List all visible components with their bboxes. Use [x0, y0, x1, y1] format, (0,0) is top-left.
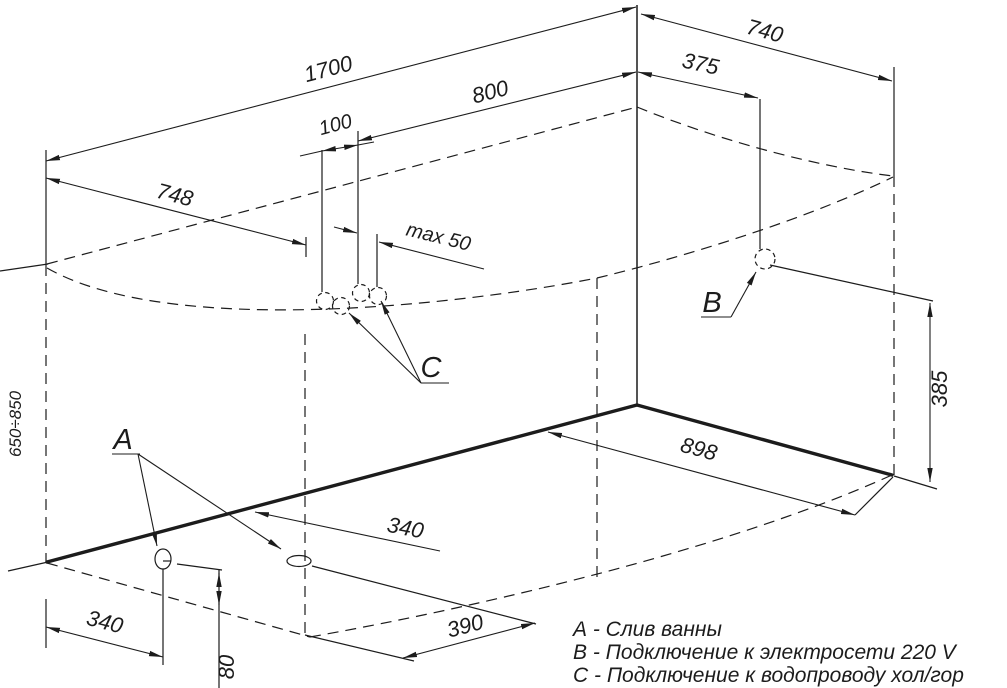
power-connection-point	[754, 248, 776, 270]
drain-points	[154, 548, 312, 570]
power-point-label: B	[702, 287, 721, 319]
dim-mount-height-range: 650÷850	[6, 390, 25, 457]
dim-left-depth-line	[45, 177, 307, 246]
dim-overall-width-line	[640, 13, 893, 82]
water-point-label: C	[421, 352, 443, 384]
dim-drain-from-wall-line	[254, 511, 441, 552]
dim-water-gap-line	[321, 144, 359, 152]
legend-water: С - Подключение к водопроводу хол/гор	[573, 664, 964, 687]
legend-drain: А - Слив ванны	[571, 618, 722, 641]
dim-water-max-shelf	[378, 241, 485, 270]
dim-power-height: 385	[927, 370, 952, 407]
point-leaders	[112, 271, 757, 550]
dim-water-offset-line	[357, 71, 637, 142]
water-leader-1	[348, 312, 422, 384]
drain-leader-1	[137, 453, 158, 547]
dim-drain-from-end-line	[45, 626, 164, 658]
dim-overall-length-line	[45, 6, 637, 162]
dim-edge-gap: 80	[214, 654, 239, 679]
drain-point-label: A	[111, 424, 132, 456]
point-letters: A B C	[111, 287, 721, 456]
water-connection-points	[315, 283, 388, 316]
dim-power-offset-line	[637, 71, 759, 99]
water-leader-2	[380, 300, 422, 384]
legend-power: В - Подключение к электросети 220 V	[573, 641, 958, 664]
power-leader	[730, 271, 757, 318]
dimension-lines	[45, 6, 933, 659]
drain-leader-2	[137, 453, 282, 550]
dim-drain-to-seam-line	[402, 622, 536, 659]
extension-lines	[0, 5, 938, 688]
dim-water-max-arrow	[333, 226, 358, 234]
legend: А - Слив ванны В - Подключение к электро…	[571, 618, 964, 687]
dim-floor-diagonal-line	[547, 431, 856, 516]
